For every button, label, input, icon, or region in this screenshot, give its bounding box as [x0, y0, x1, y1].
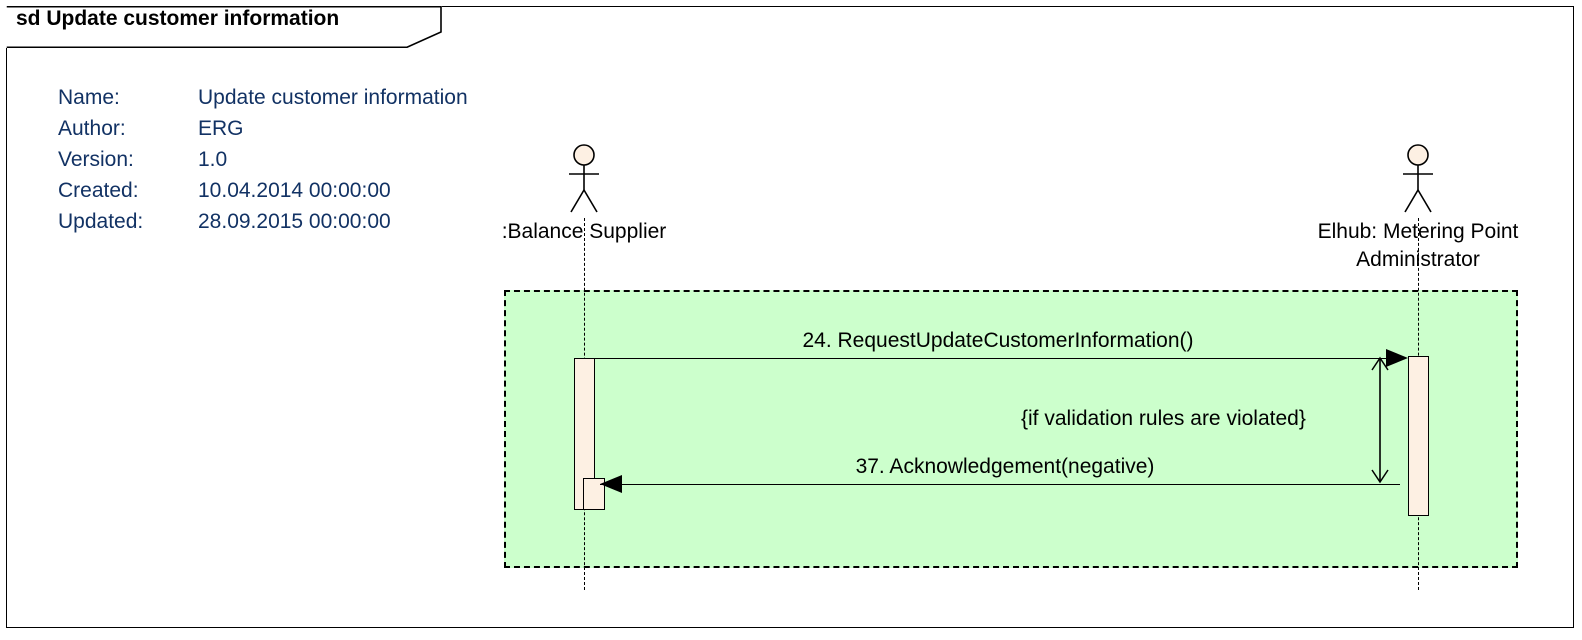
message-arrowhead-24 [1386, 349, 1408, 367]
lifeline-label-balance-supplier: :Balance Supplier [501, 220, 667, 243]
metadata-value-created: 10.04.2014 00:00:00 [198, 179, 391, 202]
metadata-row-updated: Updated: 28.09.2015 00:00:00 [58, 206, 468, 237]
metadata-value-version: 1.0 [198, 148, 228, 171]
metadata-row-created: Created: 10.04.2014 00:00:00 [58, 175, 468, 206]
interaction-region [504, 290, 1518, 568]
activation-bar-balance-supplier-nested [583, 478, 605, 510]
metadata-key-created: Created: [58, 179, 139, 202]
activation-bar-metering-point-administrator [1408, 356, 1429, 516]
duration-constraint-arrow [1371, 356, 1389, 484]
message-label-24: 24. RequestUpdateCustomerInformation() [802, 329, 1194, 352]
actor-stick-figure-icon [1403, 144, 1433, 213]
lifeline-label-metering-point-administrator: Elhub: Metering Point Administrator [1317, 220, 1519, 271]
metadata-key-name: Name: [58, 86, 120, 109]
metadata-value-author: ERG [198, 117, 244, 140]
metadata-key-version: Version: [58, 148, 134, 171]
metadata-row-author: Author: ERG [58, 113, 468, 144]
message-label-37: 37. Acknowledgement(negative) [855, 455, 1155, 478]
metadata-block: Name: Update customer information Author:… [58, 82, 468, 237]
frame-header-label: sd Update customer information [16, 7, 340, 30]
constraint-label: {if validation rules are violated} [1021, 407, 1306, 430]
metadata-value-updated: 28.09.2015 00:00:00 [198, 210, 391, 233]
actor-stick-figure-icon [569, 144, 599, 213]
message-line-37 [600, 484, 1400, 485]
message-line-24 [578, 358, 1398, 359]
metadata-value-name: Update customer information [198, 86, 468, 109]
metadata-key-author: Author: [58, 117, 126, 140]
message-arrowhead-37 [600, 475, 622, 493]
metadata-row-version: Version: 1.0 [58, 144, 468, 175]
metadata-row-name: Name: Update customer information [58, 82, 468, 113]
metadata-key-updated: Updated: [58, 210, 144, 233]
